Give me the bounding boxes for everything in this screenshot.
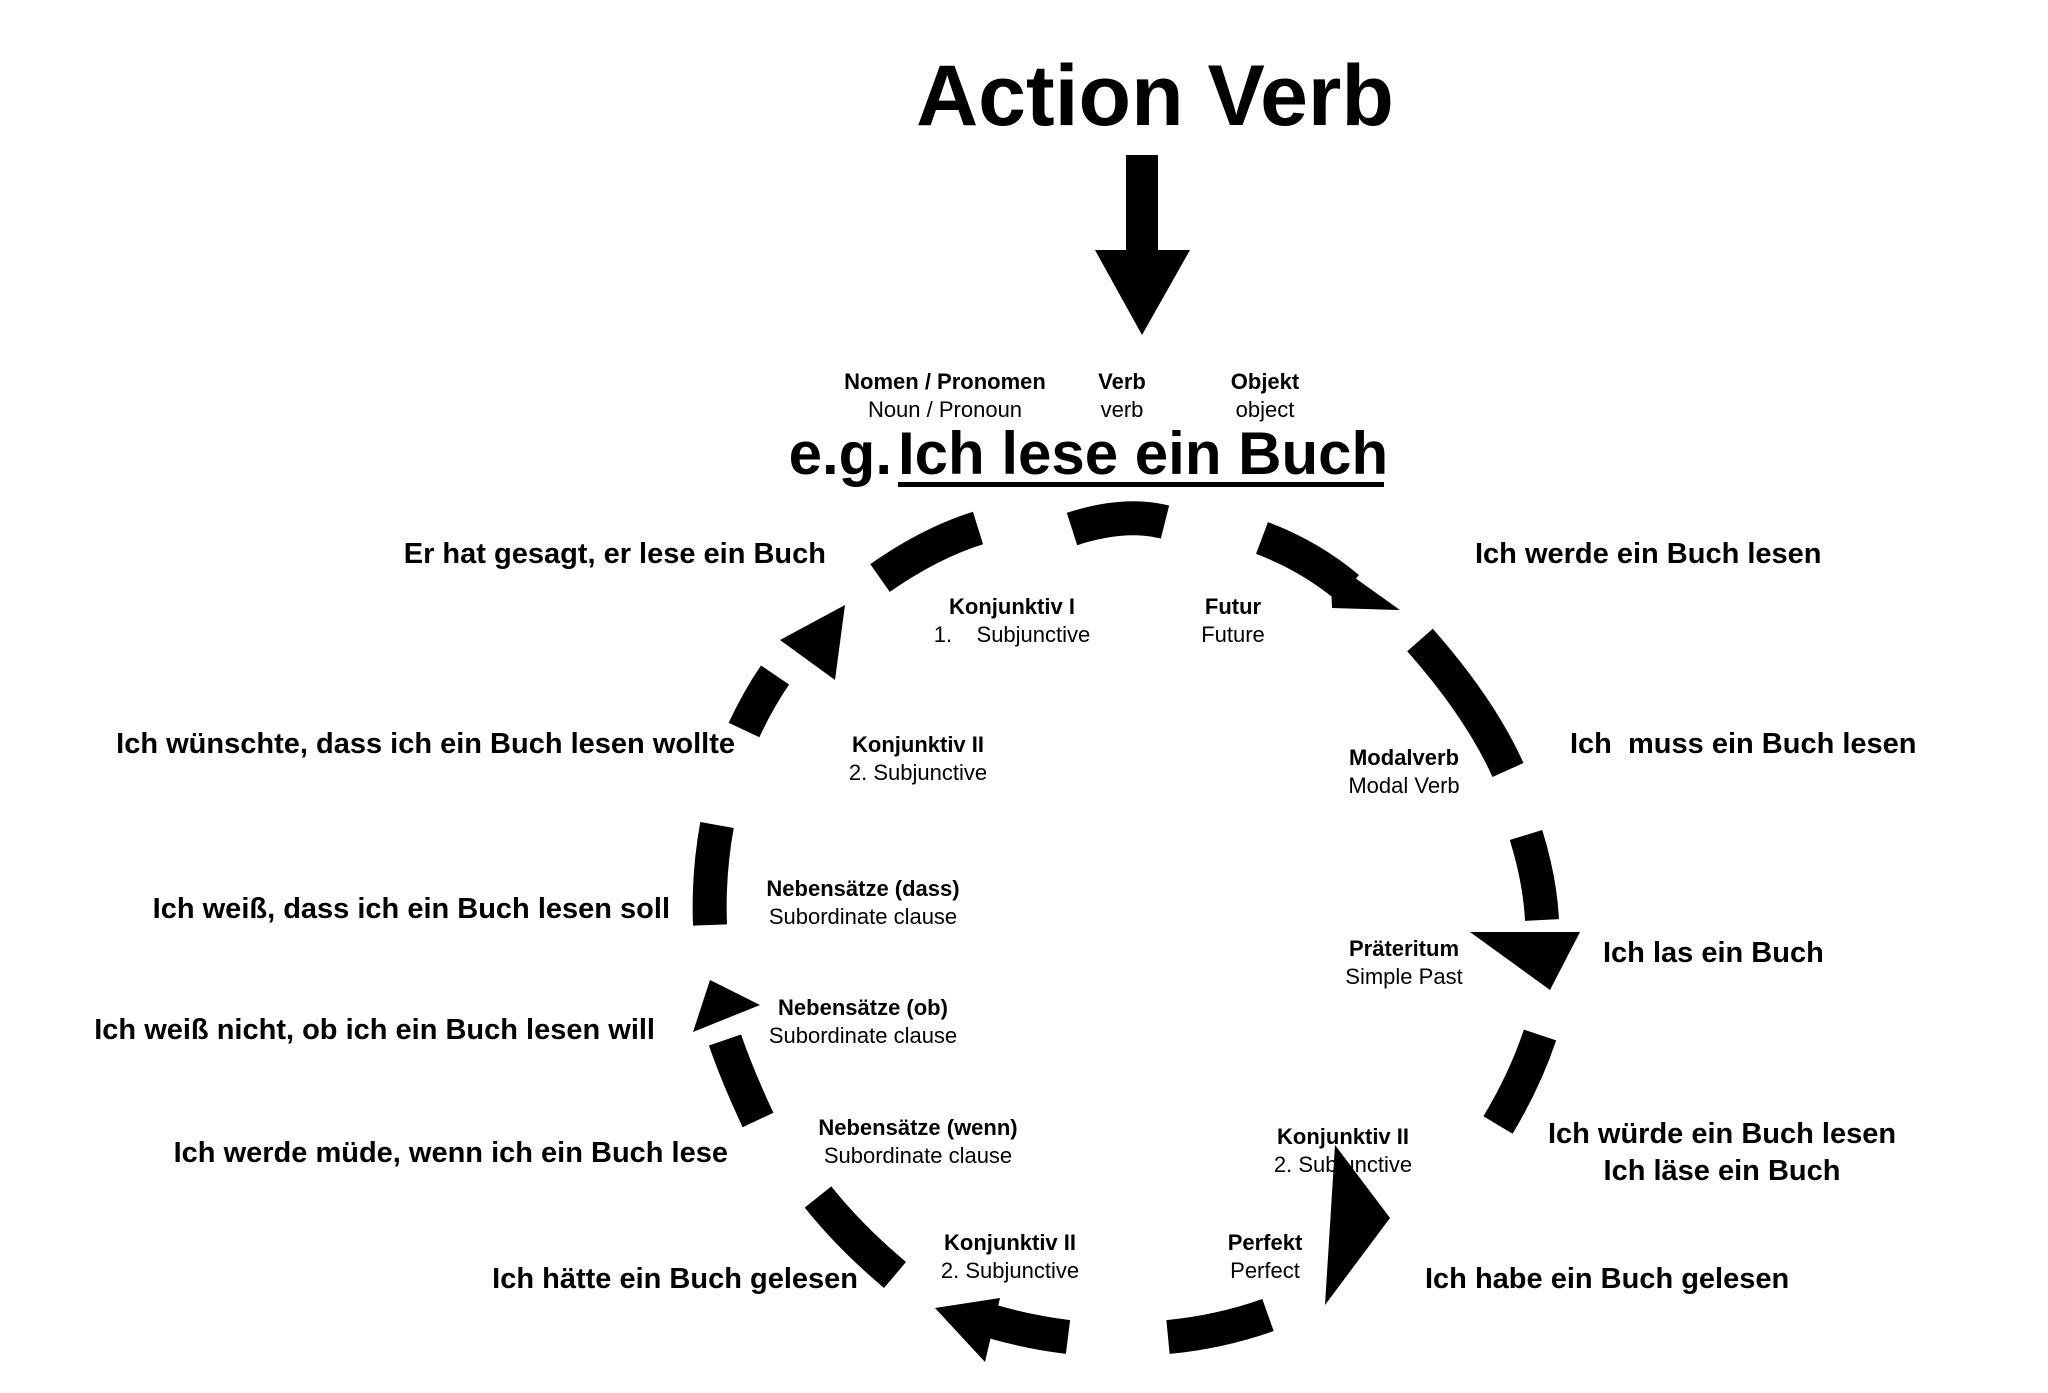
cycle-arcs	[692, 501, 1559, 1354]
arrowhead-icon	[1325, 1145, 1390, 1305]
svg-text:Modal Verb: Modal Verb	[1348, 773, 1459, 798]
svg-text:2. Subjunctive: 2. Subjunctive	[1274, 1152, 1412, 1177]
sentence-modalverb: Ich muss ein Buch lesen	[1570, 728, 1917, 760]
svg-text:1. Subjunctive: 1. Subjunctive	[934, 622, 1091, 647]
svg-text:Simple Past: Simple Past	[1345, 964, 1462, 989]
inner-label-perfekt: Perfekt Perfect	[1228, 1230, 1303, 1283]
sentence-konjunktiv2-wuerde: Ich würde ein Buch lesen	[1548, 1118, 1896, 1150]
svg-text:Präteritum: Präteritum	[1349, 936, 1459, 961]
arrowhead-icon	[935, 1298, 1000, 1362]
sentence-nebensatz-wenn: Ich werde müde, wenn ich ein Buch lese	[174, 1137, 728, 1169]
inner-label-konjunktiv2-right: Konjunktiv II 2. Subjunctive	[1274, 1124, 1412, 1177]
cycle-segment-dass	[692, 821, 734, 926]
header-label-subject: Nomen / Pronomen Noun / Pronoun	[844, 369, 1046, 422]
svg-text:Perfekt: Perfekt	[1228, 1230, 1303, 1255]
svg-text:Konjunktiv I: Konjunktiv I	[949, 594, 1075, 619]
arrowhead-icon	[780, 605, 845, 680]
cycle-segment-konj2-right	[1483, 1029, 1557, 1134]
inner-label-praeteritum: Präteritum Simple Past	[1345, 936, 1462, 989]
sentence-nebensatz-dass: Ich weiß, dass ich ein Buch lesen soll	[153, 893, 670, 925]
header-label-object: Objekt object	[1231, 369, 1300, 422]
cycle-segment-wenn	[804, 1186, 906, 1288]
sentence-konjunktiv1: Er hat gesagt, er lese ein Buch	[404, 538, 826, 570]
header-label-verb: Verb verb	[1098, 369, 1146, 422]
sentence-nebensatz-ob: Ich weiß nicht, ob ich ein Buch lesen wi…	[94, 1014, 655, 1046]
inner-label-konjunktiv1: Konjunktiv I 1. Subjunctive	[934, 594, 1091, 647]
diagram-title: Action Verb	[916, 48, 1394, 144]
svg-text:Nebensätze (wenn): Nebensätze (wenn)	[818, 1115, 1017, 1140]
svg-text:2. Subjunctive: 2. Subjunctive	[941, 1258, 1079, 1283]
sentence-konjunktiv2-laese: Ich läse ein Buch	[1604, 1155, 1841, 1187]
sentence-konjunktiv2-haette: Ich hätte ein Buch gelesen	[492, 1263, 858, 1295]
sentence-futur: Ich werde ein Buch lesen	[1475, 538, 1822, 570]
sentence-praeteritum: Ich las ein Buch	[1603, 937, 1824, 969]
svg-text:Konjunktiv II: Konjunktiv II	[852, 732, 984, 757]
arrowhead-icon	[693, 980, 760, 1032]
svg-text:verb: verb	[1101, 397, 1144, 422]
svg-text:Nebensätze (ob): Nebensätze (ob)	[778, 995, 948, 1020]
cycle-segment-praeteritum	[1509, 829, 1559, 922]
example-underline	[898, 482, 1384, 487]
arrowhead-icon	[1470, 932, 1580, 990]
svg-text:Noun / Pronoun: Noun / Pronoun	[868, 397, 1022, 422]
svg-text:Future: Future	[1201, 622, 1265, 647]
down-arrow-icon	[1095, 155, 1190, 335]
svg-text:2. Subjunctive: 2. Subjunctive	[849, 760, 987, 785]
inner-label-nebensaetze-dass: Nebensätze (dass) Subordinate clause	[766, 876, 959, 929]
svg-text:Futur: Futur	[1205, 594, 1262, 619]
svg-text:Modalverb: Modalverb	[1349, 745, 1459, 770]
svg-text:Subordinate clause: Subordinate clause	[769, 904, 957, 929]
svg-text:Subordinate clause: Subordinate clause	[824, 1143, 1012, 1168]
cycle-segment-konj2-left	[728, 665, 790, 738]
svg-text:Subordinate clause: Subordinate clause	[769, 1023, 957, 1048]
svg-text:Konjunktiv II: Konjunktiv II	[944, 1230, 1076, 1255]
arrowhead-icon	[1330, 560, 1400, 610]
inner-label-futur: Futur Future	[1201, 594, 1265, 647]
svg-text:Nebensätze (dass): Nebensätze (dass)	[766, 876, 959, 901]
example-prefix: e.g.	[789, 420, 892, 487]
svg-text:Konjunktiv II: Konjunktiv II	[1277, 1124, 1409, 1149]
cycle-segment-ob	[708, 1034, 774, 1128]
cycle-segment-konjunktiv1	[870, 511, 984, 592]
example-sentence: Ich lese ein Buch	[898, 420, 1388, 487]
svg-text:Verb: Verb	[1098, 369, 1146, 394]
cycle-segment-modalverb	[1407, 628, 1524, 778]
cycle-segment-top	[1066, 501, 1170, 546]
cycle-arrowheads	[693, 560, 1580, 1362]
inner-label-konjunktiv2-left: Konjunktiv II 2. Subjunctive	[849, 732, 987, 785]
svg-text:object: object	[1236, 397, 1295, 422]
inner-label-modalverb: Modalverb Modal Verb	[1348, 745, 1459, 798]
inner-label-nebensaetze-wenn: Nebensätze (wenn) Subordinate clause	[818, 1115, 1017, 1168]
svg-text:Perfect: Perfect	[1230, 1258, 1300, 1283]
sentence-perfekt: Ich habe ein Buch gelesen	[1425, 1263, 1789, 1295]
inner-label-nebensaetze-ob: Nebensätze (ob) Subordinate clause	[769, 995, 957, 1048]
svg-text:Objekt: Objekt	[1231, 369, 1300, 394]
svg-text:Nomen / Pronomen: Nomen / Pronomen	[844, 369, 1046, 394]
cycle-segment-perfekt	[1166, 1298, 1274, 1354]
inner-label-konjunktiv2-bottom: Konjunktiv II 2. Subjunctive	[941, 1230, 1079, 1283]
sentence-konjunktiv2-wish: Ich wünschte, dass ich ein Buch lesen wo…	[116, 728, 735, 760]
